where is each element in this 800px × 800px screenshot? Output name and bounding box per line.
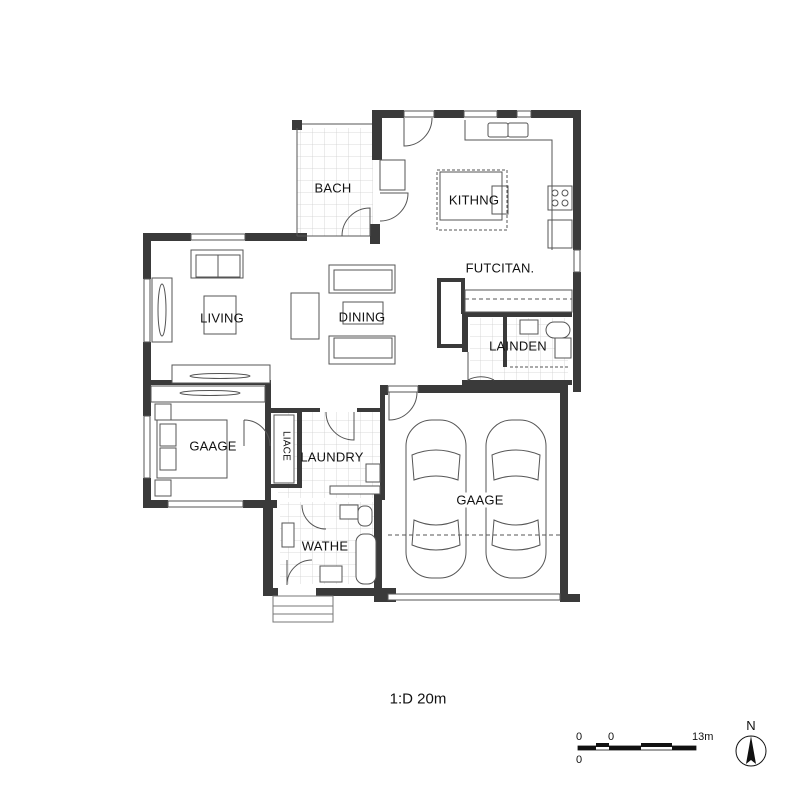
room-label-bedroom: GAAGE <box>189 438 237 454</box>
living-furniture <box>151 249 396 384</box>
scale-bar-mid-label: 0 <box>608 731 615 743</box>
room-label-bathroom: WATHE <box>301 538 349 554</box>
bedroom-furniture <box>150 385 295 497</box>
north-arrow-icon <box>735 735 767 767</box>
north-label: N <box>746 718 756 733</box>
room-label-laundry: LAUNDRY <box>300 449 364 465</box>
entry-steps <box>272 595 334 623</box>
room-label-lainden: LAINDEN <box>489 338 547 354</box>
scale-bar-end-label: 13m <box>692 731 714 743</box>
windows <box>143 110 581 601</box>
room-label-garage: GAAGE <box>455 492 505 508</box>
room-label-bach: BACH <box>314 180 352 196</box>
scale-bar-bottom-label: 0 <box>576 754 583 766</box>
bach-tile-floor <box>297 128 373 236</box>
room-label-dining: DINING <box>338 309 386 325</box>
scale-ratio: 1:D 20m <box>389 690 447 708</box>
wet-fixtures <box>281 319 572 585</box>
room-label-futcitan: FUTCITAN. <box>465 260 535 276</box>
scale-bar-start-label: 0 <box>576 731 583 743</box>
room-label-living: LIVING <box>200 310 244 326</box>
room-label-linen: LIACE <box>280 431 292 461</box>
room-label-kitchen: KITHNG <box>448 192 500 208</box>
doors <box>243 117 495 586</box>
bach-outline <box>296 120 573 313</box>
laundry-tile-floor <box>278 412 380 498</box>
scale-bar <box>577 743 697 751</box>
